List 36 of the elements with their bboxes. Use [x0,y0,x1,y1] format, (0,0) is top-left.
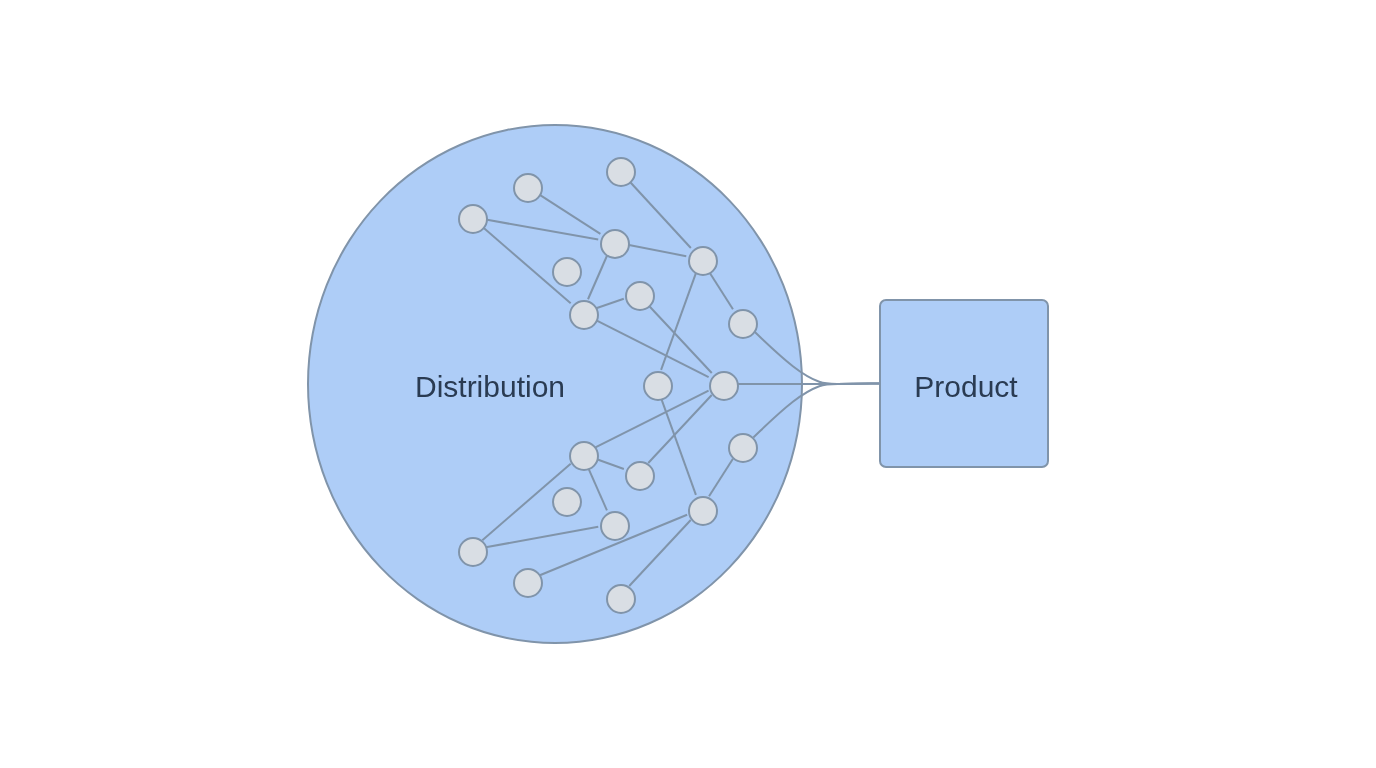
connector-line [587,254,608,301]
network-node-circle [709,371,739,401]
network-node-circle [552,487,582,517]
network-node-circle [513,568,543,598]
network-node-circle [458,204,488,234]
network-node-circle [600,229,630,259]
connector-line [660,272,697,371]
network-node-circle [458,537,488,567]
node-label: Distribution [414,370,566,404]
network-node-circle [688,246,718,276]
network-node-circle [688,496,718,526]
network-node-circle [728,433,758,463]
connector-line [594,389,710,449]
network-node-circle [728,309,758,339]
network-node-circle [569,300,599,330]
connector-line [595,297,625,310]
connector-line [481,225,572,305]
connector-line [708,457,734,498]
connector-line [538,513,689,577]
product-box [879,299,1049,468]
network-node-circle [625,461,655,491]
network-node-circle [606,157,636,187]
node-label: Product [914,370,1018,404]
connector-line [481,462,572,542]
network-node-circle [569,441,599,471]
connector-line [628,518,692,588]
network-node-circle [643,371,673,401]
connector-line [647,393,713,465]
connector-line [628,180,692,249]
connector-line [484,525,600,549]
network-node-circle [606,584,636,614]
network-node-circle [552,257,582,287]
network-node-circle [600,511,630,541]
network-node-circle [625,281,655,311]
network-node-circle [513,173,543,203]
connector-line [752,382,880,439]
